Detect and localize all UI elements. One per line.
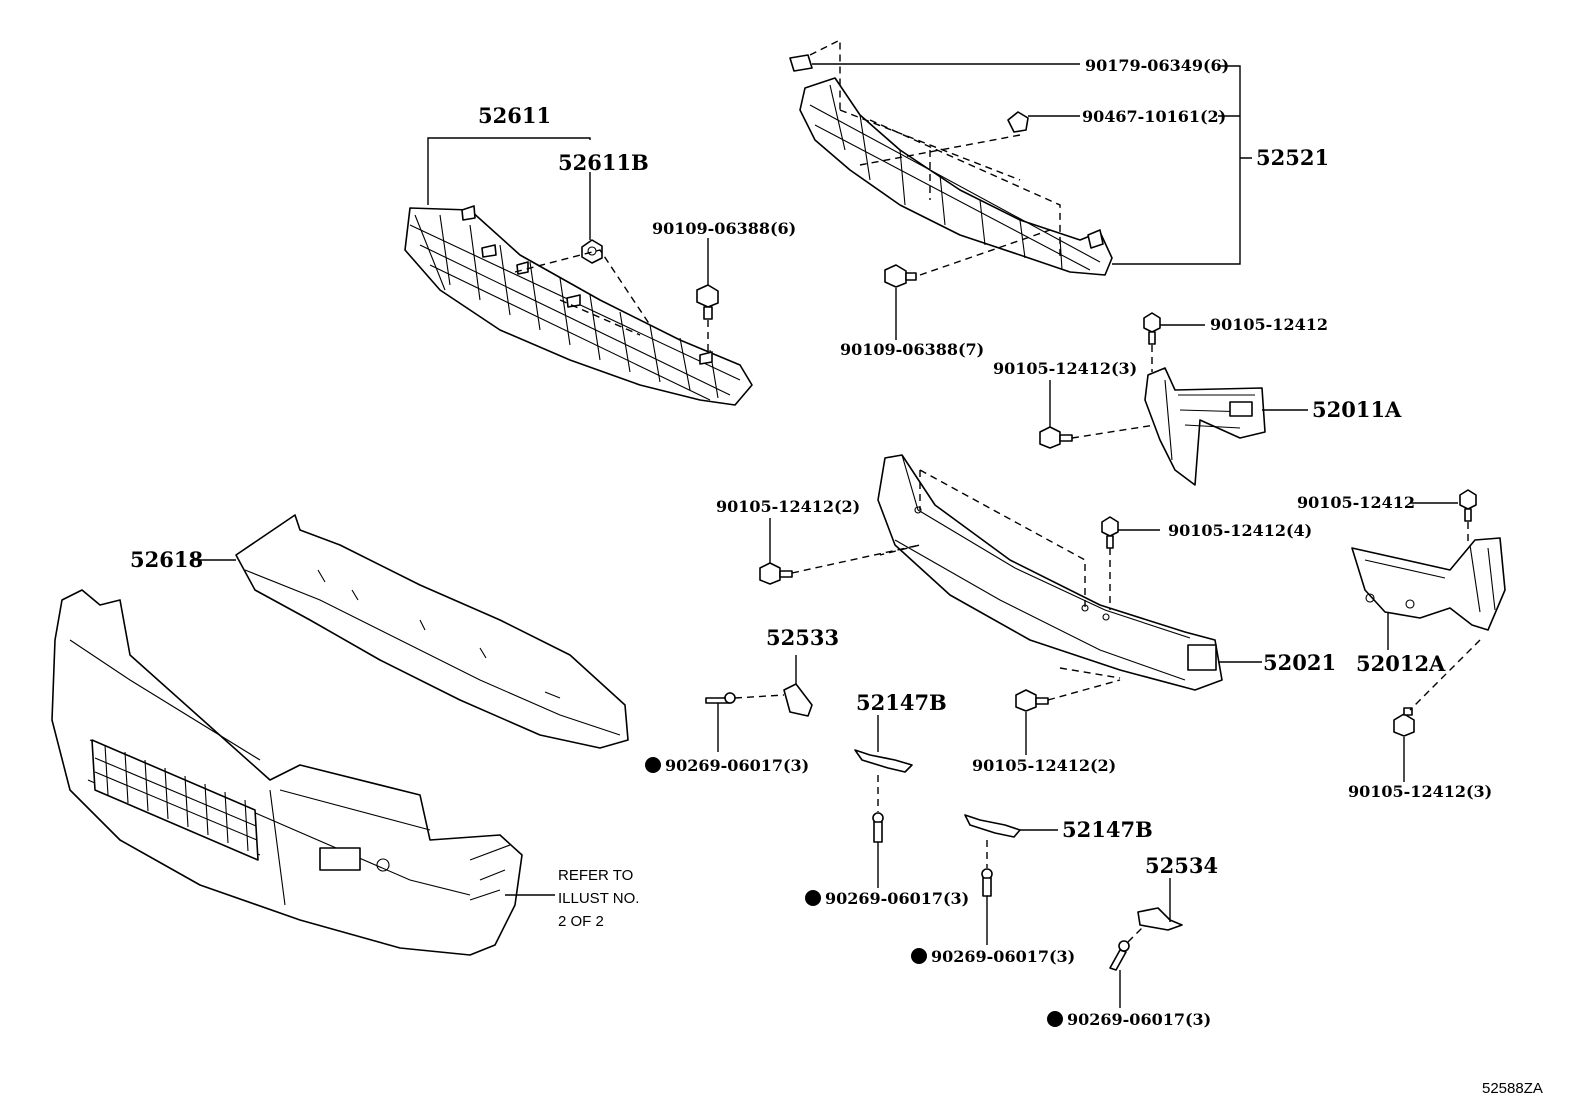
bolt-90105-4-drawing [1101,516,1119,549]
bolt-90109-upper-drawing [696,284,719,320]
label-90105-12412-3b: 90105-12412(3) [1348,782,1492,801]
marker-dot-d [1047,1011,1063,1027]
label-52011A: 52011A [1312,397,1402,422]
refer-note-line1: REFER TO [558,867,633,884]
bolt-90109-lower-drawing [884,264,917,288]
clip-52611B-drawing [581,239,603,264]
marker-dot-a [645,757,661,773]
bracket-52147B-b-drawing [964,814,1021,838]
label-52021: 52021 [1263,650,1336,675]
clip-90179-drawing [789,54,813,72]
marker-dot-b [805,890,821,906]
label-52147B-b: 52147B [1062,817,1153,842]
label-52534: 52534 [1145,853,1218,878]
bracket-52533-drawing [783,683,813,717]
label-52611B: 52611B [558,150,649,175]
clip-90467-drawing [1007,111,1029,133]
leader-52521 [1112,65,1252,265]
bracket-52147B-a-drawing [854,749,913,773]
label-90269-06017-c: 90269-06017(3) [931,947,1075,966]
leader-52611 [427,137,591,205]
cover-52618-drawing [235,514,629,749]
bracket-52534-drawing [1137,907,1183,931]
marker-dot-c [911,948,927,964]
label-90109-06388-7: 90109-06388(7) [840,340,984,359]
label-52611: 52611 [478,103,551,128]
label-90269-06017-a: 90269-06017(3) [665,756,809,775]
bolt-90105-3b-drawing [1393,707,1415,737]
rivet-90269-b-drawing [872,812,884,843]
bolt-90105-top-drawing [1143,312,1161,345]
bolt-90105-2a-drawing [759,562,793,585]
bracket-52011A-drawing [1144,367,1266,486]
refer-note-line2: ILLUST NO. [558,890,639,907]
label-90269-06017-b: 90269-06017(3) [825,889,969,908]
absorber-52521-drawing [799,77,1113,276]
label-90105-12412-4: 90105-12412(4) [1168,521,1312,540]
label-52618: 52618 [130,547,203,572]
label-90179-06349: 90179-06349(6) [1085,56,1229,75]
reinforcement-52021-drawing [877,454,1223,691]
label-90105-12412-2b: 90105-12412(2) [972,756,1116,775]
diagram-id: 52588ZA [1482,1080,1543,1097]
bolt-90105-2b-drawing [1015,689,1049,712]
label-90269-06017-d: 90269-06017(3) [1067,1010,1211,1029]
rivet-90269-c-drawing [981,868,993,897]
bumper-cover-drawing [51,589,523,956]
rivet-90269-d-drawing [1109,940,1130,971]
label-52521: 52521 [1256,145,1329,170]
label-52533: 52533 [766,625,839,650]
rivet-90269-a-drawing [705,692,736,704]
label-90109-06388-6: 90109-06388(6) [652,219,796,238]
refer-note-line3: 2 OF 2 [558,913,604,930]
bracket-52012A-drawing [1351,537,1506,631]
label-90105-12412-right: 90105-12412 [1297,493,1415,512]
label-52147B-a: 52147B [856,690,947,715]
bolt-90105-b-drawing [1459,489,1477,522]
label-90467-10161: 90467-10161(2) [1082,107,1226,126]
label-52012A: 52012A [1356,651,1446,676]
bolt-90105-3a-drawing [1039,426,1073,449]
label-90105-12412-top: 90105-12412 [1210,315,1328,334]
label-90105-12412-3a: 90105-12412(3) [993,359,1137,378]
label-90105-12412-2a: 90105-12412(2) [716,497,860,516]
grille-52611-drawing [404,205,753,406]
